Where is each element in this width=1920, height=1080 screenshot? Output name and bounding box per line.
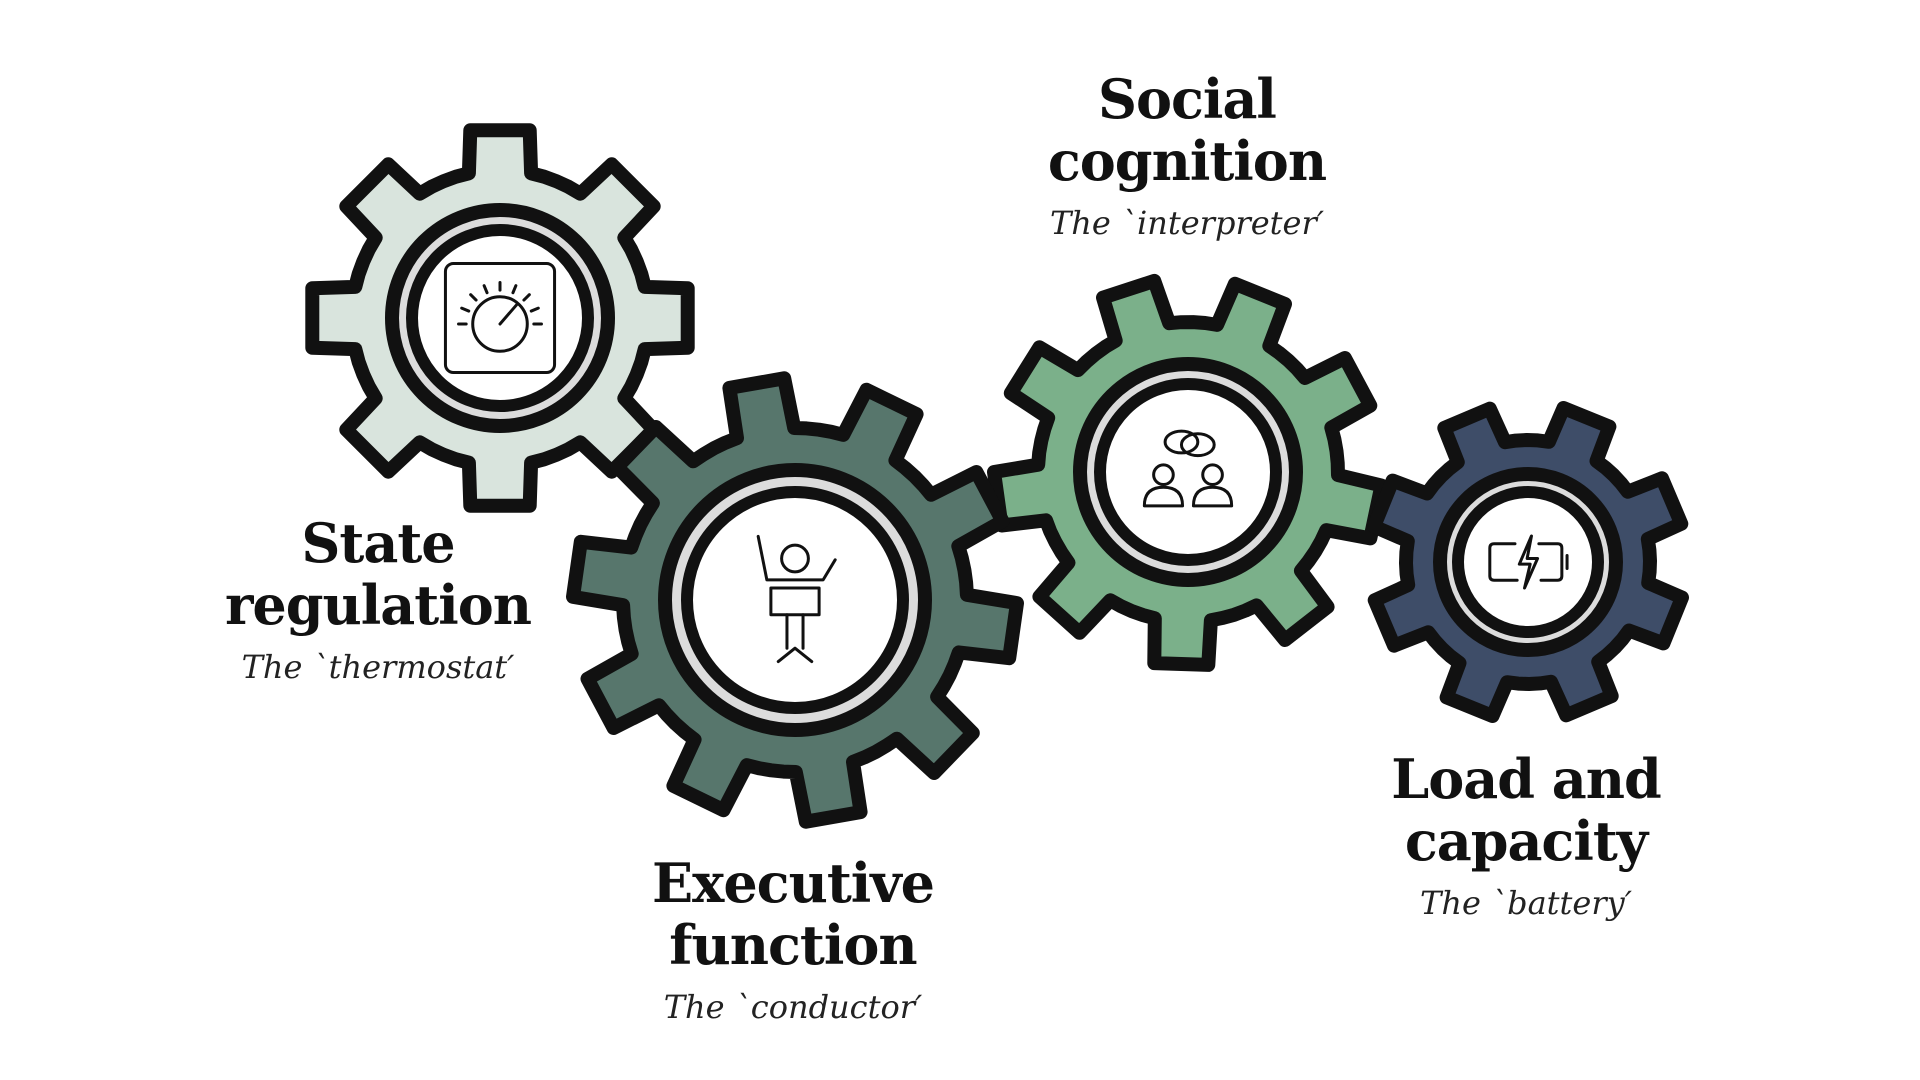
title-line-1: Load and (1391, 747, 1662, 811)
title-line-2: regulation (224, 573, 532, 637)
battery-icon (1488, 534, 1569, 590)
gear-hub (406, 224, 594, 412)
title-line-2: cognition (1047, 129, 1327, 193)
gear-load-and-capacity (1367, 401, 1689, 723)
conductor-icon (756, 534, 837, 664)
conversation-icon (1142, 429, 1234, 508)
label-executive-function: Executive function The `conductor′ (651, 851, 935, 1026)
label-social-cognition: Social cognition The `interpreter′ (1047, 67, 1327, 242)
gauge-icon (443, 261, 557, 375)
label-load-and-capacity: Load and capacity The `battery′ (1391, 747, 1662, 922)
title-line-1: Social (1098, 67, 1277, 131)
title-line-2: capacity (1404, 809, 1648, 873)
title-social-cognition: Social cognition (1047, 67, 1327, 193)
gear-hub (1452, 486, 1604, 638)
gear-hub (681, 486, 909, 714)
title-line-2: function (669, 913, 917, 977)
label-state-regulation: State regulation The `thermostat′ (224, 511, 532, 686)
title-line-1: State (301, 511, 455, 575)
gear-social-cognition (987, 273, 1389, 672)
gear-executive-function (566, 371, 1024, 829)
subtitle-social-cognition: The `interpreter′ (1049, 204, 1325, 242)
gear-state-regulation (305, 123, 695, 513)
title-load-and-capacity: Load and capacity (1391, 747, 1662, 873)
title-executive-function: Executive function (651, 851, 935, 977)
title-state-regulation: State regulation (224, 511, 532, 637)
gear-hub (1094, 378, 1282, 566)
title-line-1: Executive (651, 851, 935, 915)
subtitle-executive-function: The `conductor′ (663, 988, 923, 1026)
subtitle-load-and-capacity: The `battery′ (1420, 884, 1632, 922)
subtitle-state-regulation: The `thermostat′ (241, 648, 515, 686)
